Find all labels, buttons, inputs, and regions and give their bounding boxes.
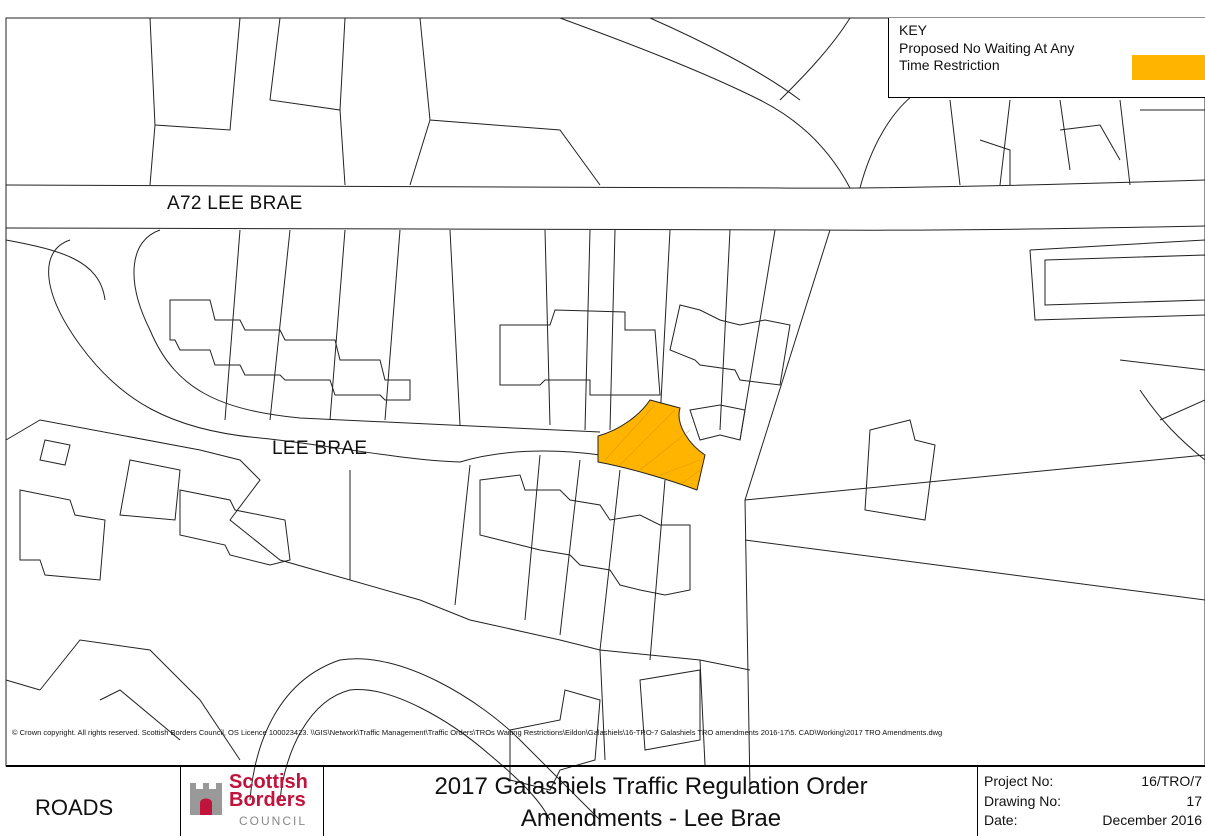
logo-line1: Scottish: [229, 771, 308, 793]
road-label-a72-lee-brae: A72 LEE BRAE: [167, 193, 303, 214]
date-label: Date:: [984, 812, 1018, 828]
project-no-label: Project No:: [984, 773, 1054, 789]
logo-line3: COUNCIL: [239, 814, 308, 828]
a72-road-north-edge: [5, 179, 1205, 189]
drawing-no-value: 17: [1186, 793, 1202, 809]
castle-icon: [190, 783, 222, 815]
copyright-notice: © Crown copyright. All rights reserved. …: [12, 728, 943, 737]
logo-line2: Borders: [229, 789, 306, 811]
a72-road-south-edge: [5, 225, 1205, 231]
title-block: ROADS Scottish Borders COUNCIL 2017 Gala…: [6, 765, 1205, 836]
drawing-title-cell: 2017 Galashiels Traffic Regulation Order…: [324, 767, 978, 836]
drawing-title-line2: Amendments - Lee Brae: [520, 805, 782, 832]
info-row-project: Project No: 16/TRO/7: [984, 773, 1202, 791]
drawing-title-line1: 2017 Galashiels Traffic Regulation Order: [434, 773, 868, 800]
lee-brae-road-south-edge: [48, 239, 701, 481]
lee-brae-road-north-edge: [133, 229, 601, 433]
road-label-lee-brae: LEE BRAE: [272, 438, 368, 459]
key-title: KEY: [899, 22, 928, 38]
key-label: Proposed No Waiting At Any Time Restrict…: [899, 40, 1075, 73]
date-value: December 2016: [1102, 812, 1202, 828]
map-key: KEY Proposed No Waiting At Any Time Rest…: [888, 18, 1205, 98]
project-no-value: 16/TRO/7: [1141, 773, 1202, 789]
info-row-drawing: Drawing No: 17: [984, 793, 1202, 811]
info-row-date: Date: December 2016: [984, 812, 1202, 830]
map-frame: [5, 17, 1205, 767]
key-swatch: [1132, 55, 1205, 80]
council-logo: Scottish Borders COUNCIL: [181, 767, 324, 836]
drawing-no-label: Drawing No:: [984, 793, 1062, 809]
department-cell: ROADS: [6, 767, 181, 836]
department-label: ROADS: [35, 795, 114, 820]
drawing-info-cell: Project No: 16/TRO/7 Drawing No: 17 Date…: [978, 767, 1205, 836]
proposed-restriction-area: [597, 399, 706, 491]
